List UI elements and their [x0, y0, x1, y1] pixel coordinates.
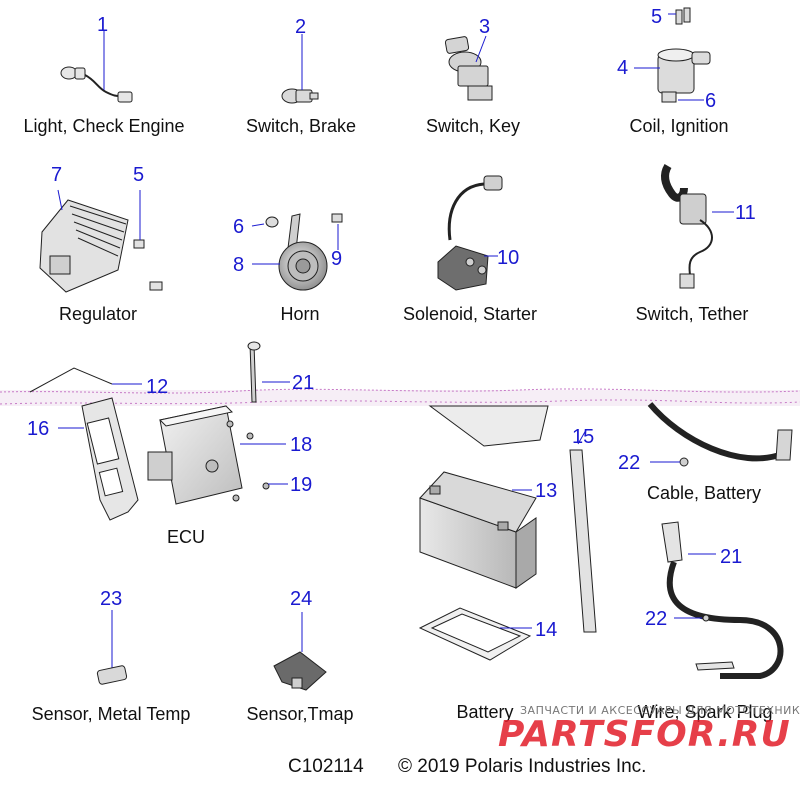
spark-plug-wire-drawing	[661, 521, 784, 679]
watermark-tagline: ЗАПЧАСТИ И АКСЕССУАРЫ ДЛЯ МОТОТЕХНИКИ	[520, 704, 800, 717]
caption-switch-tether: Switch, Tether	[635, 304, 749, 324]
callout-24: 24	[290, 588, 313, 610]
caption-light-check-engine: Light, Check Engine	[23, 116, 185, 136]
ecu-assembly-drawing	[29, 341, 290, 521]
callout-8: 8	[233, 254, 245, 276]
brake-switch-drawing	[281, 34, 319, 104]
callout-11: 11	[735, 202, 756, 224]
caption-wire-spark-plug: Wire, Spark Plug	[637, 702, 773, 722]
callout-9: 9	[331, 248, 343, 270]
callout-6-top: 6	[705, 90, 717, 112]
scan-tear-band	[0, 390, 800, 406]
callout-4: 4	[617, 57, 629, 79]
starter-solenoid-drawing	[437, 175, 503, 291]
caption-sensor-tmap: Sensor,Tmap	[246, 704, 354, 724]
key-switch-drawing	[444, 35, 493, 101]
caption-sensor-metal-temp: Sensor, Metal Temp	[31, 704, 191, 724]
callout-7: 7	[51, 164, 63, 186]
callout-18: 18	[290, 434, 313, 456]
caption-cable-battery: Cable, Battery	[646, 483, 762, 503]
callout-5-regulator: 5	[133, 164, 145, 186]
caption-switch-brake: Switch, Brake	[245, 116, 357, 136]
callout-20: 21	[292, 372, 315, 394]
callout-5-top: 5	[651, 6, 663, 28]
callout-2: 2	[295, 16, 307, 38]
caption-solenoid-starter: Solenoid, Starter	[402, 304, 538, 324]
callout-22-wire: 22	[645, 608, 668, 630]
ignition-coil-drawing	[634, 7, 711, 103]
callout-1: 1	[97, 14, 109, 36]
caption-regulator: Regulator	[58, 304, 138, 324]
check-engine-light-drawing	[60, 30, 133, 103]
battery-drawing	[418, 402, 793, 661]
diagram-code: C102114	[288, 756, 364, 777]
copyright-notice: © 2019 Polaris Industries Inc.	[398, 756, 647, 777]
callout-21: 21	[720, 546, 743, 568]
callout-22-cable: 22	[618, 452, 641, 474]
callout-15: 15	[572, 426, 595, 448]
callout-6-horn: 6	[233, 216, 245, 238]
regulator-drawing	[39, 189, 163, 293]
watermark-brand: PARTSFOR.RU	[498, 714, 791, 755]
caption-switch-key: Switch, Key	[425, 116, 521, 136]
callout-12: 12	[146, 376, 169, 398]
tether-switch-drawing	[661, 163, 734, 289]
tmap-sensor-drawing	[273, 612, 327, 691]
callout-3: 3	[479, 16, 491, 38]
callout-14: 14	[535, 619, 558, 641]
callout-23: 23	[100, 588, 123, 610]
callout-16: 16	[27, 418, 50, 440]
horn-drawing	[251, 213, 343, 291]
metal-temp-sensor-drawing	[96, 610, 128, 685]
caption-horn: Horn	[280, 304, 320, 324]
caption-battery: Battery	[456, 702, 514, 722]
caption-coil-ignition: Coil, Ignition	[629, 116, 729, 136]
callout-19: 19	[290, 474, 313, 496]
callout-13: 13	[535, 480, 558, 502]
callout-10: 10	[497, 247, 520, 269]
caption-ecu: ECU	[166, 527, 206, 547]
